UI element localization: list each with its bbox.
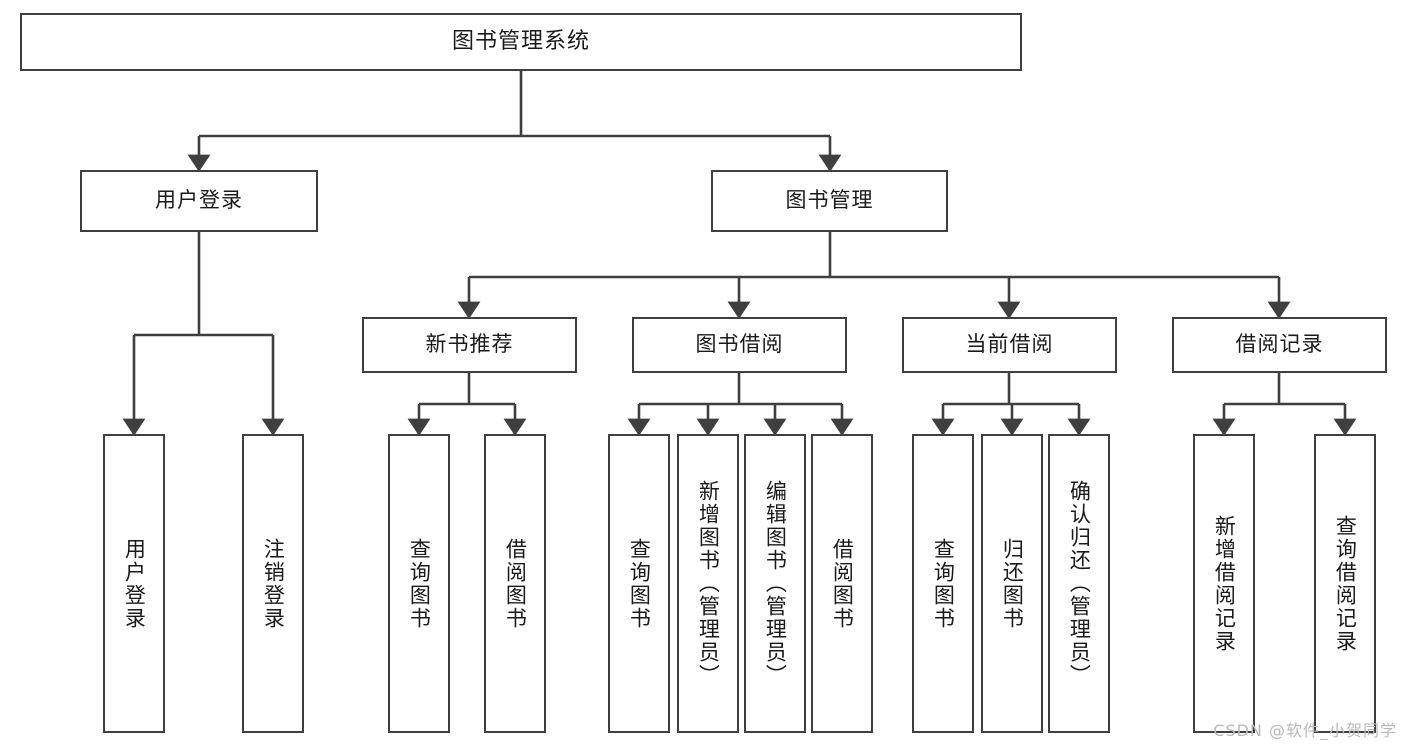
node-label: 图书管理 <box>785 188 874 213</box>
node-label: 借阅记录 <box>1235 332 1324 357</box>
watermark-text: CSDN @软件_小贺同学 <box>1213 721 1397 740</box>
leaf-borrow-book-recommend[interactable]: 借阅图书 <box>484 434 546 733</box>
node-book-management[interactable]: 图书管理 <box>711 170 948 232</box>
node-label: 新书推荐 <box>425 332 514 357</box>
node-label: 新增图书（管理员） <box>696 480 721 687</box>
leaf-borrow-book[interactable]: 借阅图书 <box>811 434 873 733</box>
node-label: 用户登录 <box>155 188 243 213</box>
leaf-query-book-borrow[interactable]: 查询图书 <box>608 434 670 733</box>
node-borrow-record[interactable]: 借阅记录 <box>1172 317 1387 373</box>
leaf-query-book-recommend[interactable]: 查询图书 <box>388 434 450 733</box>
node-current-borrow[interactable]: 当前借阅 <box>902 317 1117 373</box>
node-new-book-recommend[interactable]: 新书推荐 <box>362 317 577 373</box>
leaf-add-borrow-record[interactable]: 新增借阅记录 <box>1193 434 1255 733</box>
node-label: 查询图书 <box>627 537 652 630</box>
node-label: 借阅图书 <box>503 537 528 630</box>
leaf-query-borrow-record[interactable]: 查询借阅记录 <box>1314 434 1376 733</box>
node-label: 查询图书 <box>931 537 956 630</box>
leaf-return-book[interactable]: 归还图书 <box>981 434 1043 733</box>
node-book-borrow[interactable]: 图书借阅 <box>632 317 847 373</box>
leaf-edit-book-admin[interactable]: 编辑图书（管理员） <box>744 434 806 733</box>
node-label: 查询图书 <box>407 537 432 630</box>
node-label: 借阅图书 <box>830 537 855 630</box>
leaf-confirm-return-admin[interactable]: 确认归还（管理员） <box>1048 434 1110 733</box>
node-label: 查询借阅记录 <box>1333 514 1358 653</box>
leaf-add-book-admin[interactable]: 新增图书（管理员） <box>677 434 739 733</box>
node-label: 确认归还（管理员） <box>1067 480 1092 687</box>
node-label: 归还图书 <box>1000 537 1025 630</box>
node-label: 用户登录 <box>122 537 147 630</box>
node-label: 新增借阅记录 <box>1212 514 1237 653</box>
node-label: 注销登录 <box>261 537 286 630</box>
node-root-system[interactable]: 图书管理系统 <box>20 13 1022 71</box>
node-label: 当前借阅 <box>965 332 1054 357</box>
node-label: 图书借阅 <box>695 332 784 357</box>
leaf-user-login[interactable]: 用户登录 <box>103 434 165 733</box>
node-label: 编辑图书（管理员） <box>763 480 788 687</box>
leaf-logout[interactable]: 注销登录 <box>242 434 304 733</box>
node-label: 图书管理系统 <box>451 28 590 54</box>
leaf-query-book-current[interactable]: 查询图书 <box>912 434 974 733</box>
node-user-login[interactable]: 用户登录 <box>80 170 318 232</box>
